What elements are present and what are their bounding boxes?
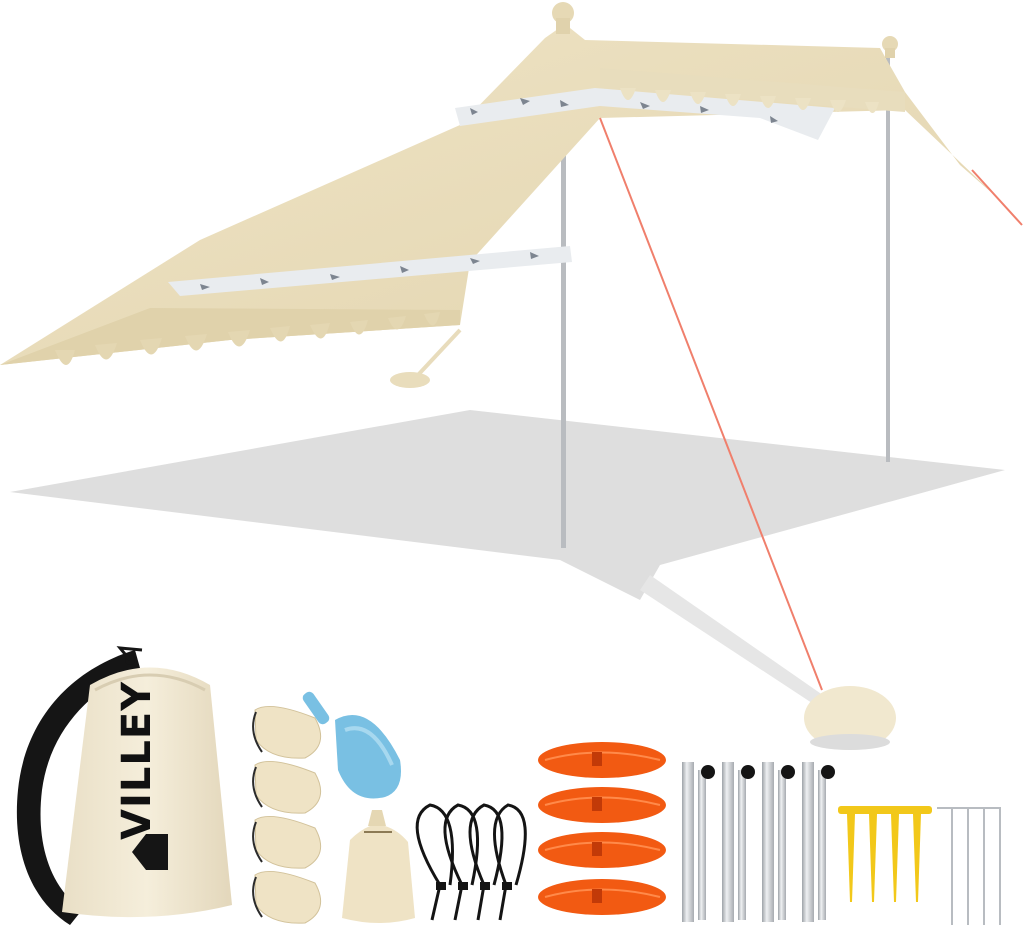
guy-line-front (599, 117, 823, 691)
right-pole (886, 50, 890, 462)
sandbag-set (252, 705, 322, 924)
small-storage-pouch (342, 810, 415, 923)
sand-scoop-icon (302, 691, 401, 799)
ground-shadow-tail (640, 575, 830, 705)
carry-bag: VILLEY (16, 646, 232, 925)
sandbag-anchor-small (390, 372, 430, 388)
guy-line-left (416, 328, 462, 377)
left-pole (561, 30, 566, 548)
ground-shadow (10, 410, 1005, 600)
canopy-scallops-back (620, 88, 879, 113)
bungee-cords (415, 803, 527, 921)
yellow-pegs (838, 806, 932, 902)
bag-strap (16, 650, 140, 925)
guy-rope-bundles (538, 742, 666, 915)
house-logo-icon (132, 834, 168, 870)
thin-steel-pins (937, 807, 1001, 925)
canopy-pattern-band-top (455, 88, 835, 140)
sandbag-anchor-large (804, 686, 896, 750)
brand-logo-text: VILLEY (114, 681, 160, 840)
guy-line-right (971, 169, 1023, 226)
steel-stakes (682, 762, 835, 922)
canopy-scallops-front (55, 312, 440, 365)
canopy (0, 2, 1000, 365)
